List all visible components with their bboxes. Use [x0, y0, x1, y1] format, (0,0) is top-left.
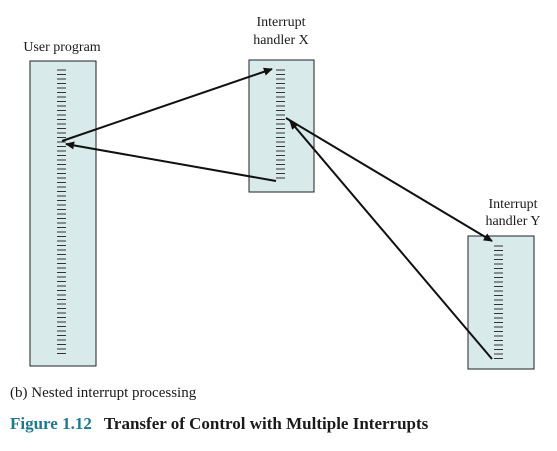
arrow-handler-x-to-handler-y: [285, 117, 493, 242]
handler-x-label-line2: handler X: [253, 33, 309, 48]
handler-y-label-line1: Interrupt: [489, 197, 538, 212]
arrow-handler-y-return-to-handler-x: [289, 120, 493, 360]
figure-number: Figure 1.12: [10, 414, 92, 433]
handler-y-block: Interrupt handler Y: [467, 197, 541, 370]
figure-title: Figure 1.12 Transfer of Control with Mult…: [10, 414, 428, 434]
handler-y-box: [467, 235, 535, 370]
figure-title-text: Transfer of Control with Multiple Interr…: [103, 414, 429, 433]
arrow-handler-x-return-to-user: [65, 141, 277, 182]
handler-x-block: Interrupt handler X: [248, 15, 315, 193]
user-program-block: User program: [23, 40, 101, 367]
handler-x-label-line1: Interrupt: [257, 15, 306, 30]
handler-y-ticks: [494, 245, 503, 359]
figure-caption: (b) Nested interrupt processing: [10, 385, 197, 401]
user-program-label: User program: [23, 40, 100, 55]
user-program-ticks: [57, 69, 66, 354]
handler-y-label-line2: handler Y: [485, 214, 540, 229]
handler-x-box: [248, 59, 315, 193]
handler-x-ticks: [276, 69, 285, 179]
arrow-user-to-handler-x: [61, 67, 273, 142]
